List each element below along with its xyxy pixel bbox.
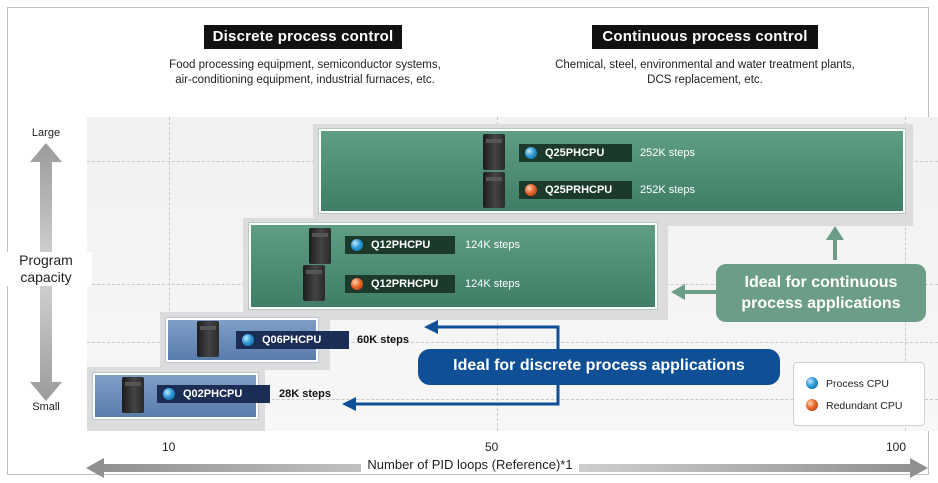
q02ph-label: Q02PHCPU: [157, 385, 270, 403]
legend-redundant-label: Redundant CPU: [826, 400, 903, 412]
x-axis-title: Number of PID loops (Reference)*1: [300, 457, 640, 473]
q06ph-module-image: [197, 321, 219, 357]
discrete-description: Food processing equipment, semiconductor…: [120, 58, 490, 88]
q12ph-steps: 124K steps: [465, 239, 521, 251]
redundant-cpu-icon: [525, 184, 537, 196]
grid-line-horizontal: [87, 399, 938, 400]
redundant-cpu-icon: [351, 278, 363, 290]
discrete-desc-line2: air-conditioning equipment, industrial f…: [175, 74, 435, 86]
continuous-callout-line1: Ideal for continuous: [744, 274, 898, 291]
legend: Process CPU Redundant CPU: [793, 362, 925, 426]
process-cpu-icon: [351, 239, 363, 251]
q02ph-steps: 28K steps: [279, 388, 331, 400]
q12prh-steps: 124K steps: [465, 278, 521, 290]
q06ph-steps: 60K steps: [357, 334, 409, 346]
x-tick-100: 100: [886, 440, 907, 454]
discrete-callout-arrows: [342, 320, 560, 411]
legend-process: Process CPU: [806, 375, 889, 391]
legend-process-label: Process CPU: [826, 378, 890, 390]
q06ph-model: Q06PHCPU: [262, 334, 322, 346]
q06ph-label: Q06PHCPU: [236, 331, 349, 349]
q12prh-module-image: [303, 265, 325, 301]
process-cpu-icon: [163, 388, 175, 400]
continuous-callout-arrows: [671, 226, 844, 300]
continuous-desc-line1: Chemical, steel, environmental and water…: [555, 59, 855, 71]
q12prh-model: Q12PRHCPU: [371, 278, 439, 290]
q25prh-module-image: [483, 172, 505, 208]
q25prh-label: Q25PRHCPU: [519, 181, 632, 199]
y-axis-bottom-label: Small: [32, 401, 60, 413]
q02ph-model: Q02PHCPU: [183, 388, 243, 400]
process-cpu-icon: [806, 377, 818, 389]
y-axis-top-label: Large: [31, 127, 61, 139]
q12ph-module-image: [309, 228, 331, 264]
process-cpu-icon: [525, 147, 537, 159]
continuous-desc-line2: DCS replacement, etc.: [647, 74, 763, 86]
continuous-callout-line2: process applications: [741, 295, 901, 312]
continuous-header: Continuous process control: [592, 25, 818, 49]
q25ph-label: Q25PHCPU: [519, 144, 632, 162]
q25ph-model: Q25PHCPU: [545, 147, 605, 159]
q25-range-box: [319, 129, 905, 213]
q12prh-label: Q12PRHCPU: [345, 275, 455, 293]
legend-redundant: Redundant CPU: [806, 397, 902, 413]
x-axis-title-text: Number of PID loops (Reference)*1: [361, 457, 579, 472]
discrete-callout: Ideal for discrete process applications: [418, 349, 780, 385]
q12ph-label: Q12PHCPU: [345, 236, 455, 254]
continuous-callout: Ideal for continuous process application…: [716, 264, 926, 322]
q25ph-module-image: [483, 134, 505, 170]
process-cpu-icon: [242, 334, 254, 346]
q02ph-module-image: [122, 377, 144, 413]
y-axis-title: Program capacity: [0, 252, 92, 286]
y-axis-title-line2: capacity: [20, 269, 72, 285]
q12ph-model: Q12PHCPU: [371, 239, 431, 251]
grid-line-horizontal: [87, 342, 938, 343]
discrete-desc-line1: Food processing equipment, semiconductor…: [169, 59, 441, 71]
q25prh-steps: 252K steps: [640, 184, 696, 196]
continuous-description: Chemical, steel, environmental and water…: [510, 58, 900, 88]
y-axis-title-line1: Program: [19, 252, 73, 268]
q25ph-steps: 252K steps: [640, 147, 696, 159]
grid-line-vertical: [169, 117, 170, 431]
q25prh-model: Q25PRHCPU: [545, 184, 613, 196]
discrete-header: Discrete process control: [204, 25, 402, 49]
x-tick-50: 50: [485, 440, 499, 454]
redundant-cpu-icon: [806, 399, 818, 411]
x-tick-10: 10: [162, 440, 176, 454]
